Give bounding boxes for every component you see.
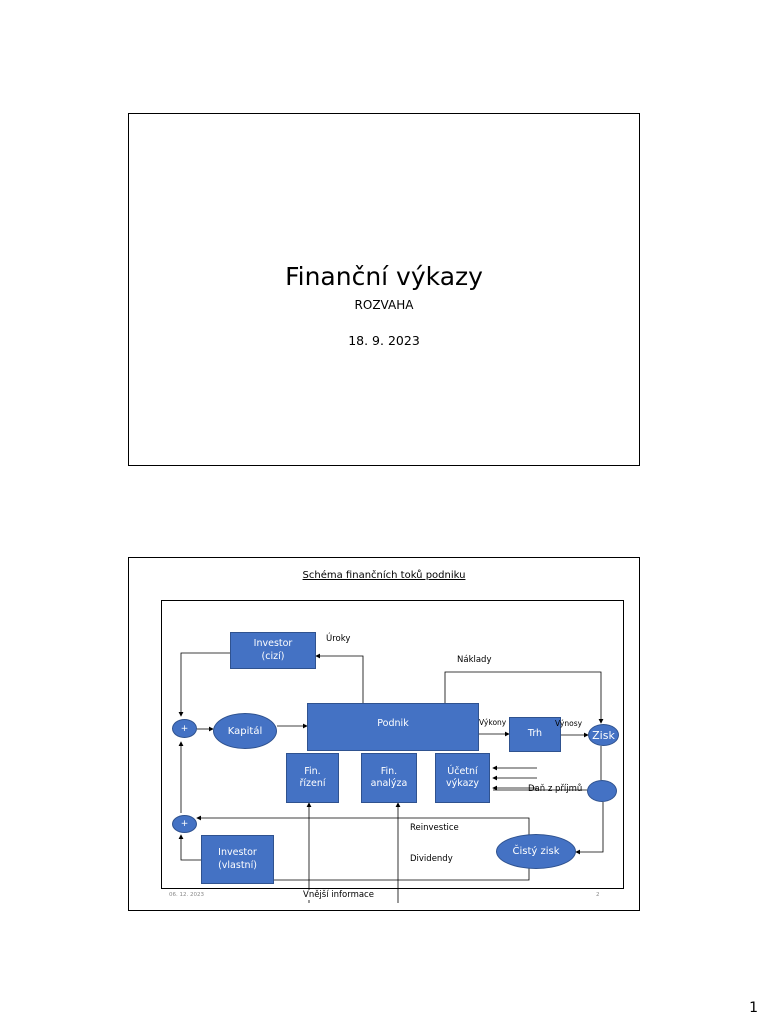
plus-node-bottom: + <box>172 815 197 833</box>
cisty-zisk-ellipse: Čistý zisk <box>496 834 576 869</box>
vnejsi-informace-label: Vnější informace <box>303 890 374 900</box>
page-number: 1 <box>749 1000 758 1016</box>
podnik-box: Podnik <box>307 703 479 751</box>
trh-box: Trh <box>509 717 561 752</box>
title-slide: Finanční výkazy ROZVAHA 18. 9. 2023 <box>128 113 640 466</box>
diagram-frame <box>161 600 624 889</box>
reinvestice-label: Reinvestice <box>410 823 459 833</box>
kapital-ellipse: Kapitál <box>213 713 277 749</box>
slide-date: 18. 9. 2023 <box>348 333 420 348</box>
dividendy-label: Dividendy <box>410 854 453 864</box>
vynosy-label: Výnosy <box>555 719 583 728</box>
diagram-title: Schéma finančních toků podniku <box>302 570 466 581</box>
slide-footer-page: 2 <box>596 892 600 898</box>
vykony-label: Výkony <box>479 718 507 727</box>
diagram-slide: Schéma finančních toků podniku <box>128 557 640 911</box>
investor-vlastni-box: Investor (vlastní) <box>201 835 274 884</box>
naklady-label: Náklady <box>457 655 492 665</box>
slide-subtitle: ROZVAHA <box>354 298 414 312</box>
ucetni-vykazy-box: Účetní výkazy <box>435 753 490 803</box>
plus-node-top: + <box>172 719 197 738</box>
fin-analyza-box: Fin. analýza <box>361 753 417 803</box>
zisk-ellipse: Zisk <box>588 724 619 746</box>
uroky-label: Úroky <box>326 634 351 644</box>
slide-footer-date: 06. 12. 2023 <box>169 892 204 898</box>
fin-rizeni-box: Fin. řízení <box>286 753 339 803</box>
slide-title: Finanční výkazy <box>285 262 483 291</box>
investor-cizi-box: Investor (cizí) <box>230 632 316 669</box>
tax-node-ellipse <box>587 780 617 802</box>
dan-label: Daň z příjmů <box>528 784 583 794</box>
